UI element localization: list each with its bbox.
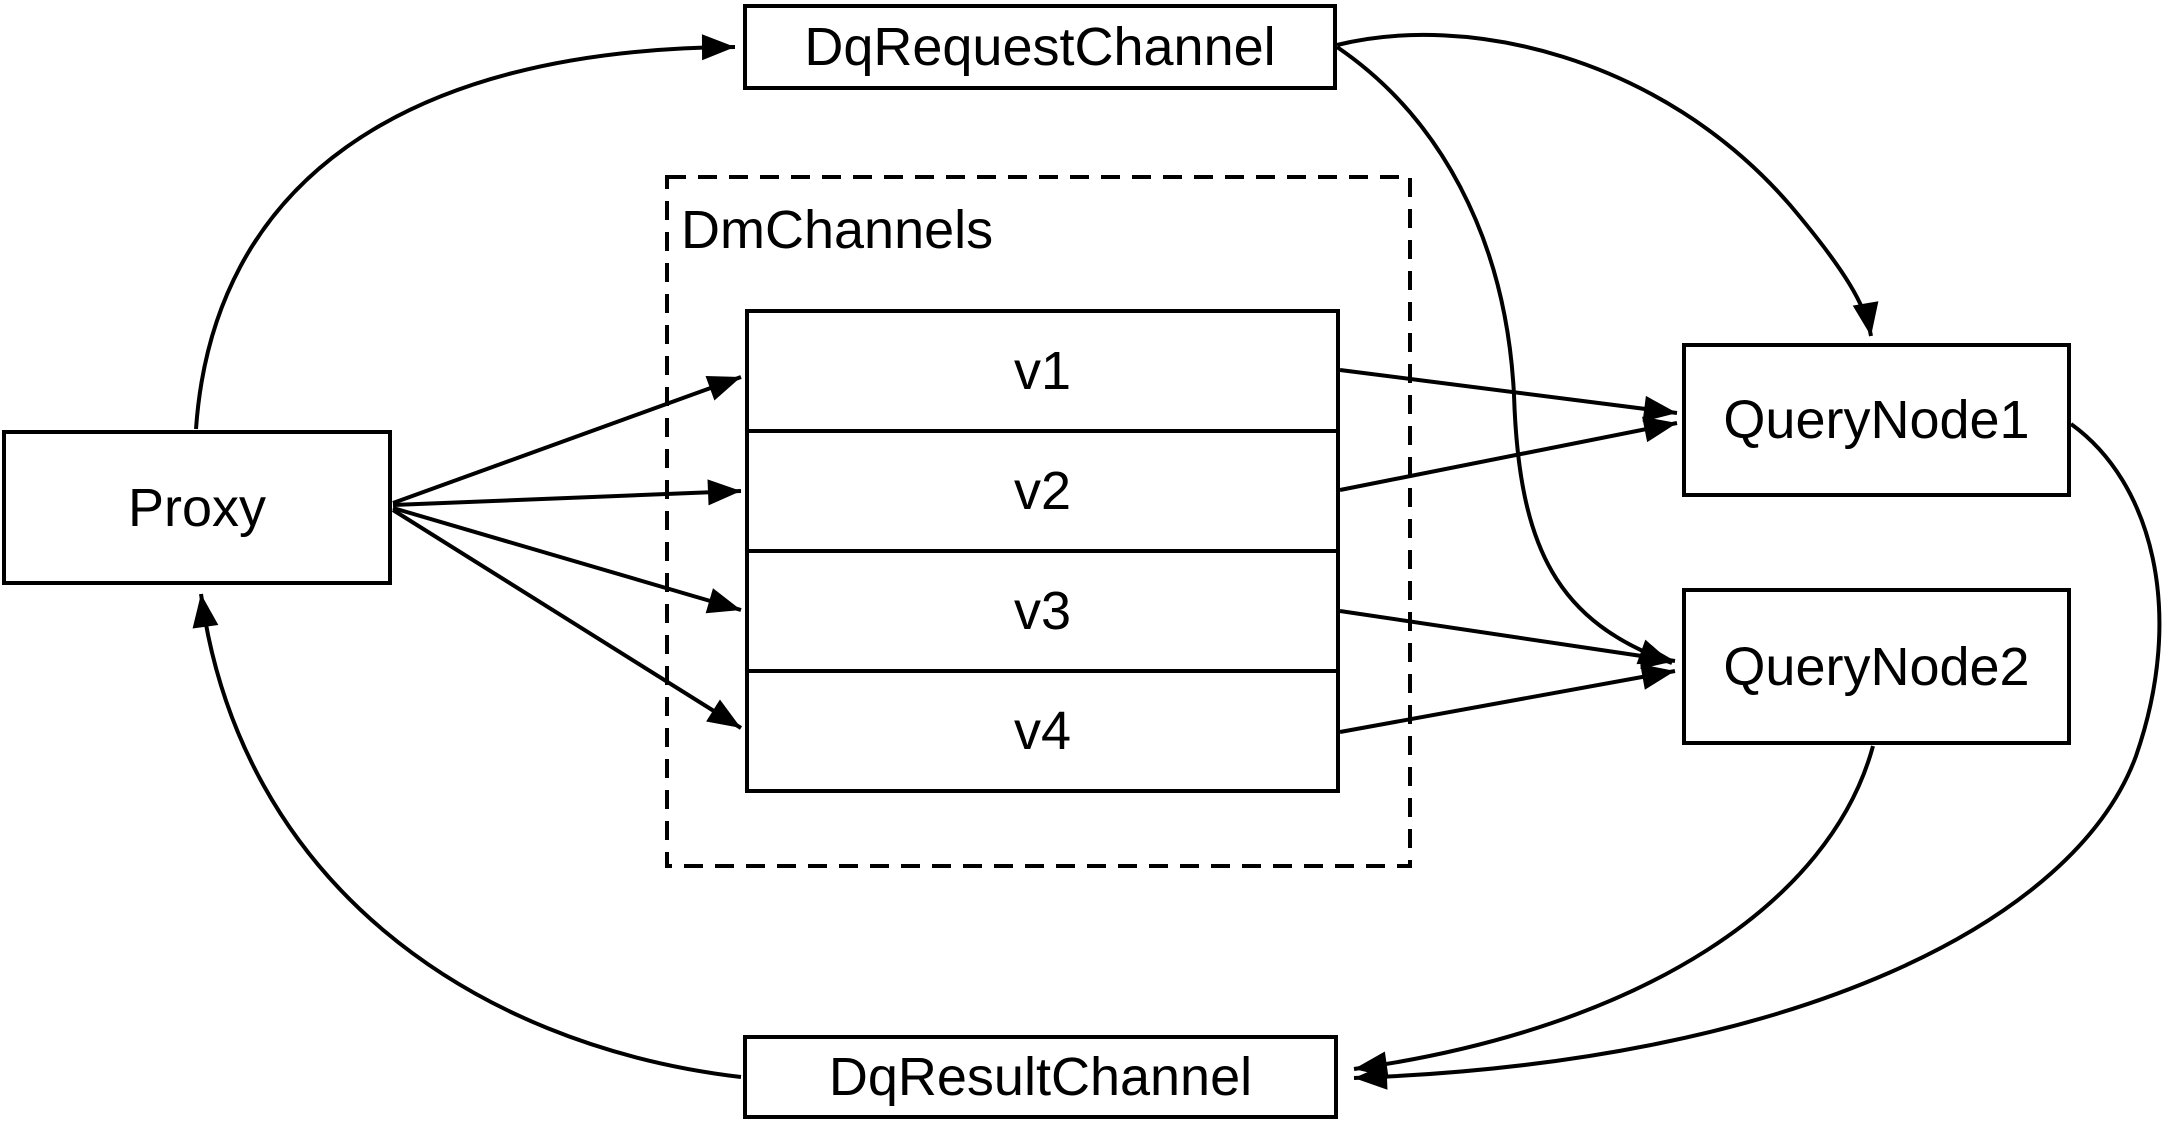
node-querynode2-label: QueryNode2 — [1723, 636, 2030, 697]
edge-v3-to-querynode2 — [1339, 609, 1676, 669]
channel-row-v2-label: v2 — [1013, 461, 1072, 521]
dmchannels-group-border — [665, 175, 1412, 868]
node-proxy-label: Proxy — [127, 477, 267, 538]
edge-dqrequestchannel-to-querynode2 — [1335, 45, 1673, 665]
edge-proxy-to-dqrequestchannel — [194, 34, 736, 430]
dmchannels-group-label: DmChannels — [681, 200, 994, 260]
channel-row-v4: v4 — [749, 669, 1336, 789]
edge-proxy-to-v1 — [392, 375, 742, 505]
edge-proxy-to-v3 — [392, 506, 742, 614]
channel-stack: v1 v2 v3 v4 — [745, 309, 1340, 793]
edge-v1-to-querynode1 — [1339, 368, 1678, 422]
channel-row-v2: v2 — [749, 429, 1336, 549]
edge-proxy-to-v4 — [391, 508, 743, 730]
channel-row-v1: v1 — [749, 313, 1336, 429]
node-querynode1: QueryNode1 — [1682, 343, 2071, 497]
node-dqresultchannel-label: DqResultChannel — [828, 1047, 1253, 1107]
edge-querynode2-to-dqresultchannel — [1353, 745, 1875, 1078]
channel-row-v3: v3 — [749, 549, 1336, 669]
node-querynode2: QueryNode2 — [1682, 588, 2071, 745]
edge-proxy-to-v2 — [392, 479, 742, 507]
edge-dqresultchannel-to-proxy — [192, 593, 742, 1079]
channel-row-v3-label: v3 — [1013, 581, 1072, 641]
channel-row-v4-label: v4 — [1013, 701, 1072, 761]
edge-v4-to-querynode2 — [1339, 664, 1676, 734]
edge-dqrequestchannel-to-querynode1 — [1336, 32, 1879, 337]
node-proxy: Proxy — [2, 430, 392, 585]
channel-row-v1-label: v1 — [1013, 341, 1072, 401]
node-querynode1-label: QueryNode1 — [1723, 390, 2030, 450]
edge-v2-to-querynode1 — [1339, 416, 1678, 492]
node-dqrequestchannel: DqRequestChannel — [743, 4, 1337, 90]
node-dqresultchannel: DqResultChannel — [743, 1035, 1338, 1119]
edge-querynode1-to-dqresultchannel — [1353, 422, 2162, 1090]
node-dqrequestchannel-label: DqRequestChannel — [804, 17, 1276, 77]
